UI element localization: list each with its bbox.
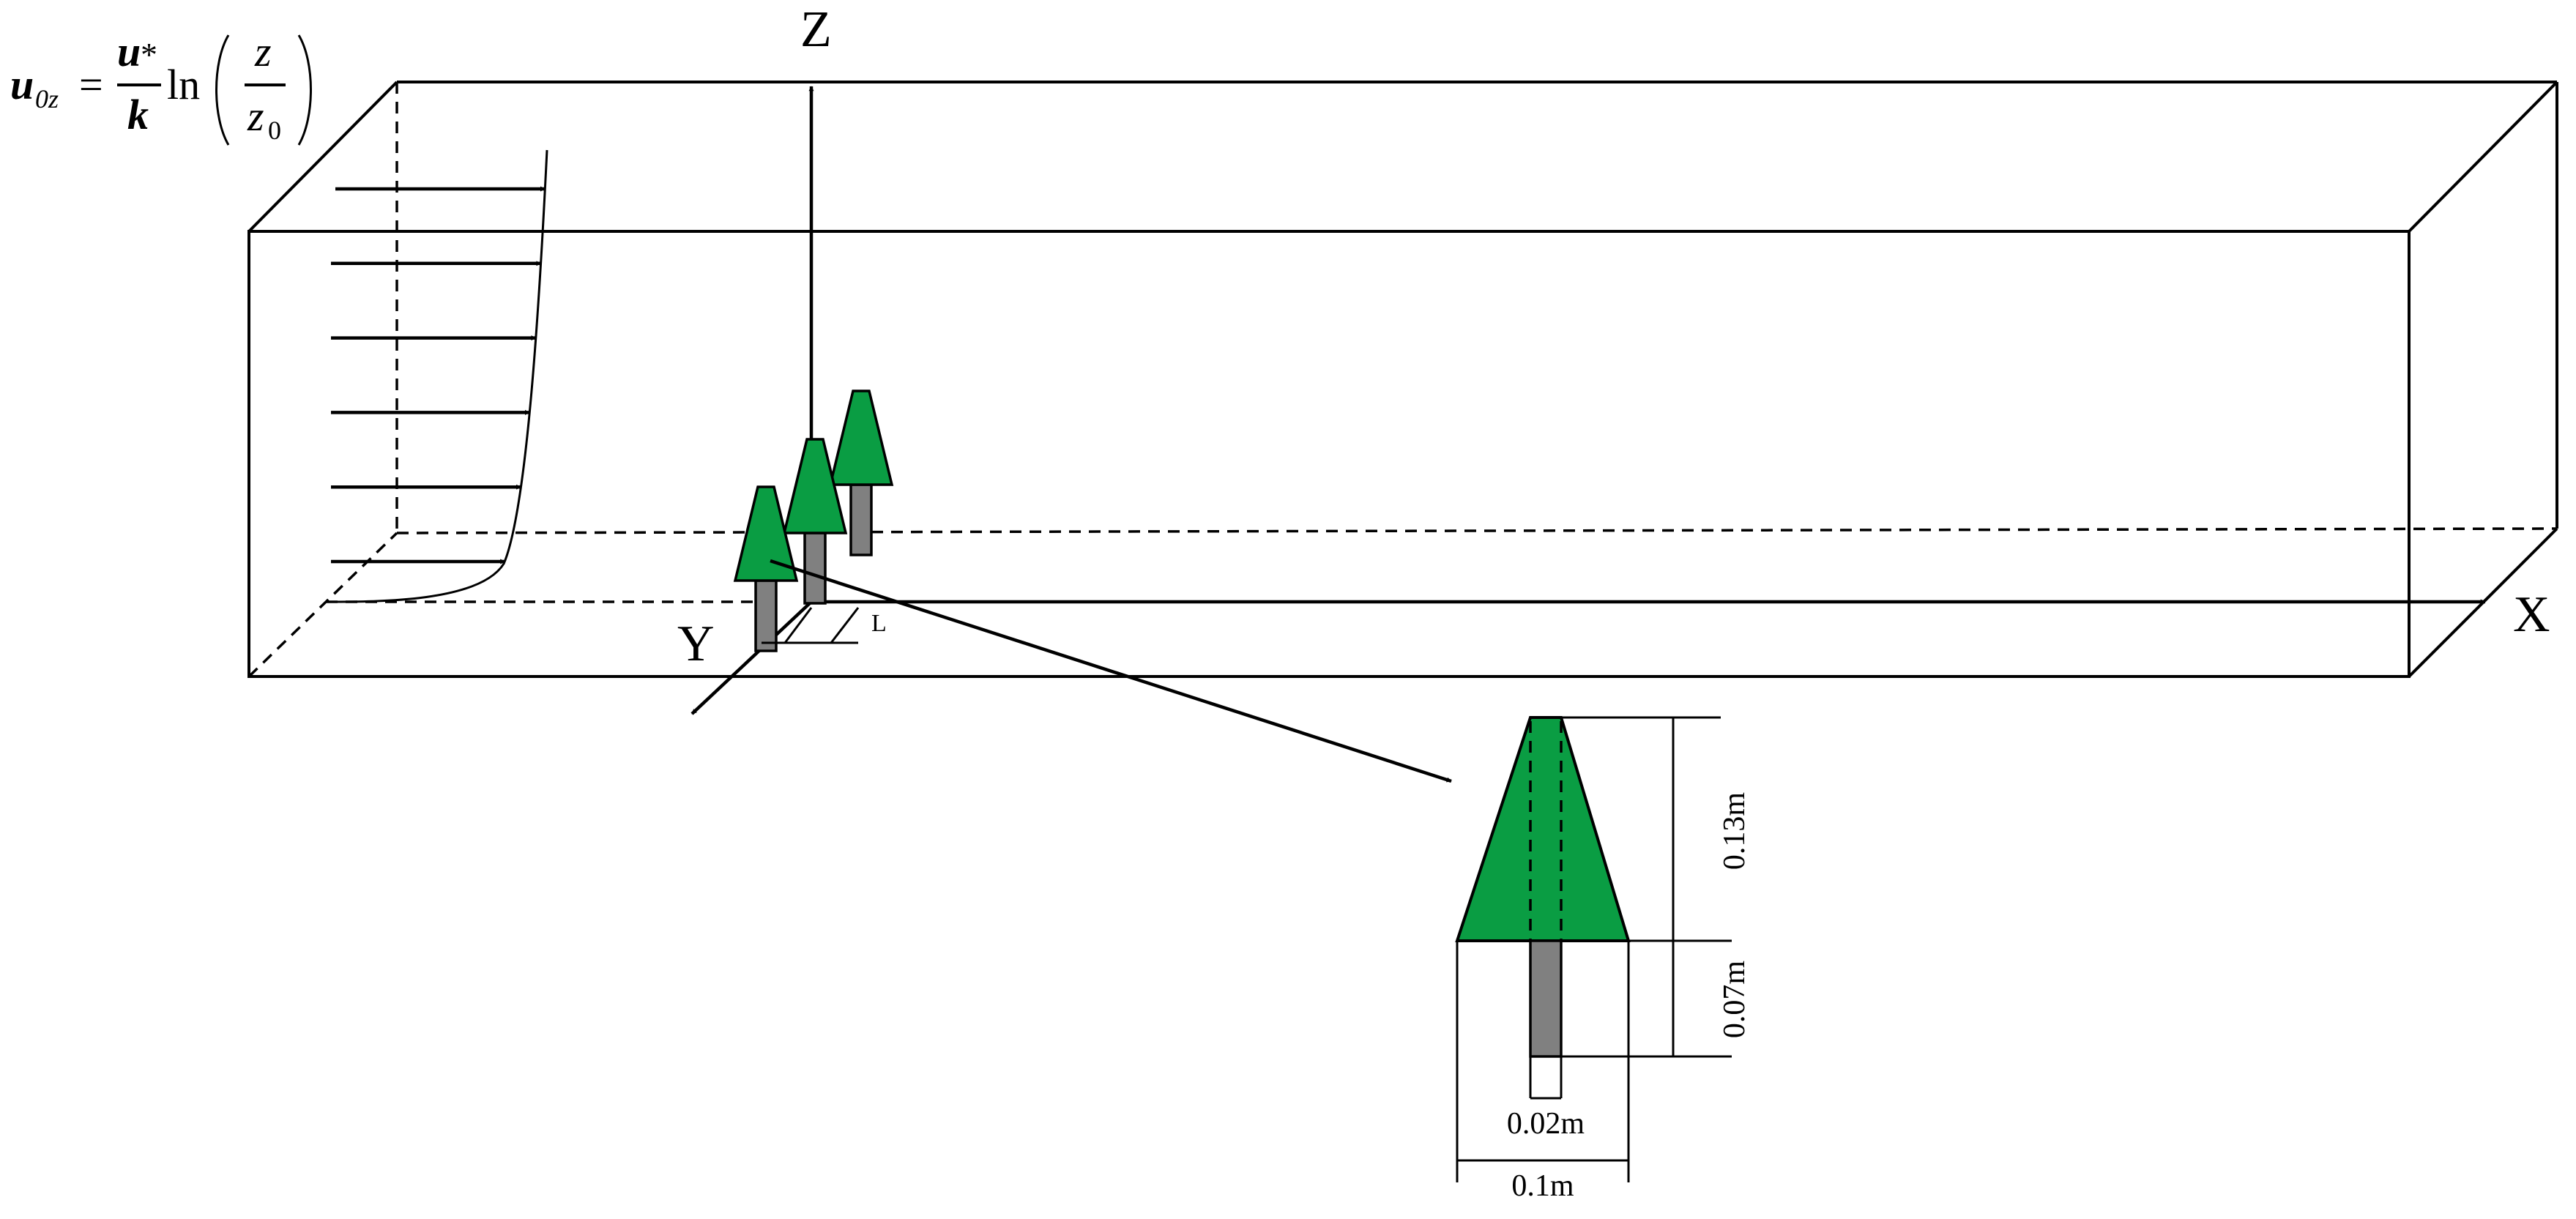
spacing-tick [830,607,860,644]
z-axis-label: Z [800,1,832,58]
zoom-arrow [770,559,1452,783]
eq-equals: = [79,61,103,108]
eq-num-sup: * [141,36,157,73]
eq-inner-den-sub: 0 [268,116,281,145]
eq-den: k [127,91,149,138]
detail-trunk [1529,939,1563,1058]
coordinate-axes [690,86,2486,715]
crown-height-label: 0.13m [1718,792,1752,871]
eq-inner-num: z [254,28,272,75]
tree-trunk [849,483,873,556]
eq-inner-den: z [247,92,264,140]
labels: Z X Y L 0.13m 0.07m 0.02m 0.1m [677,1,2550,1203]
eq-paren-left [215,34,230,146]
tree-trunk [803,532,827,605]
domain-box [247,81,2558,678]
y-axis [690,600,813,715]
trunk-height-label: 0.07m [1718,961,1752,1039]
base-width-label: 0.1m [1511,1169,1574,1203]
tree-crown [828,389,894,486]
tree-array [733,389,894,652]
box-edge-top-right [2408,81,2558,233]
eq-num: u [117,28,141,75]
eq-lhs-var: u [10,61,34,108]
x-axis-label: X [2513,586,2550,643]
eq-lhs-sub: 0z [35,84,59,113]
spacing-marks [762,607,860,644]
tree-crown [782,438,848,534]
front-face [247,230,2411,678]
log-law-equation: u 0z = u * k ln z z 0 [10,28,312,146]
trunk-width-label: 0.02m [1507,1107,1585,1141]
hidden-edge-floor-left [247,532,398,678]
eq-func: ln [167,61,200,108]
hidden-edge-floor-back [396,527,2558,534]
inflow-profile [325,149,548,603]
tree-detail [1455,716,1732,1182]
tree-crown [733,485,799,582]
eq-paren-right [297,34,312,146]
detail-crown [1455,716,1631,942]
spacing-tick-2 [783,607,813,644]
box-edge-top-left [247,81,398,233]
velocity-profile-curve [325,149,548,603]
tree-trunk [754,579,778,652]
inflow-arrows [331,186,546,564]
spacing-label: L [871,610,887,637]
y-axis-label: Y [677,616,715,672]
